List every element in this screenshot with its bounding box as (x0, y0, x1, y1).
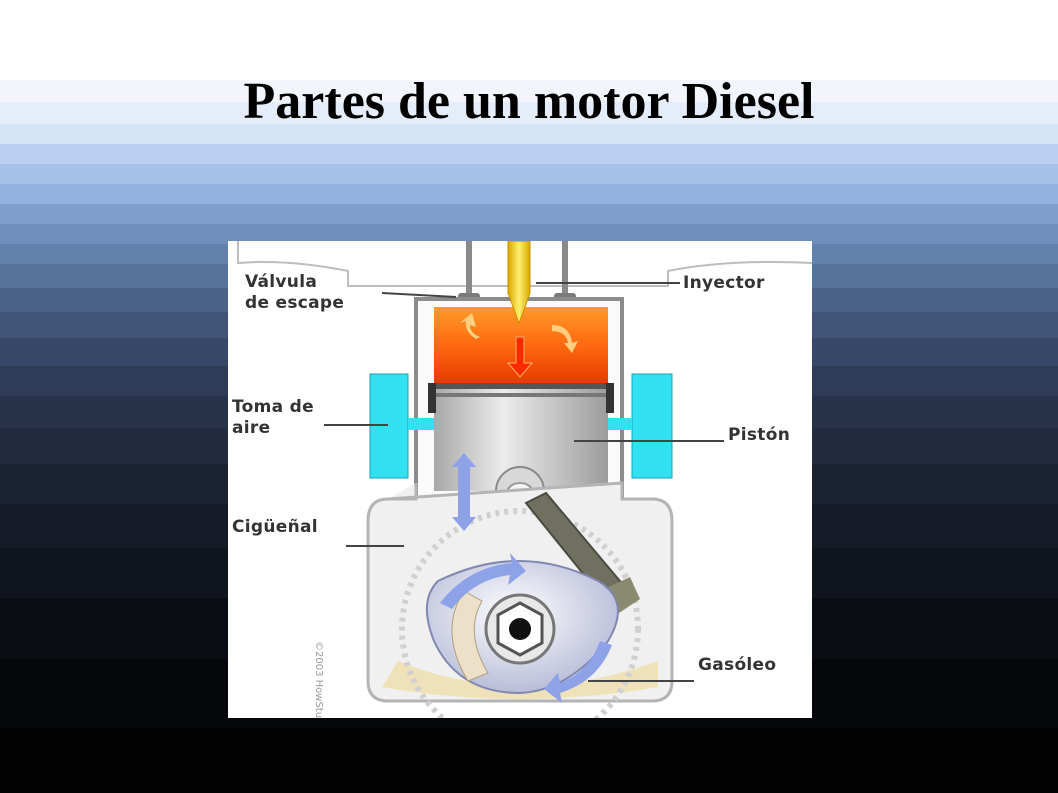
air-intake-left-port (408, 418, 434, 430)
flame-arrow-left (460, 313, 480, 339)
label-fuel: Gasóleo (698, 655, 777, 675)
crank-rotation-path (399, 508, 641, 718)
label-air-intake: Toma de aire (232, 397, 314, 438)
diesel-engine-diagram: Válvula de escape Inyector Toma de aire … (228, 241, 812, 718)
engine-illustration (237, 241, 812, 718)
rotation-arrow-top (440, 553, 526, 609)
flame-arrow-center (506, 336, 534, 378)
oil-sump (382, 661, 658, 699)
piston-motion-arrow (452, 453, 476, 531)
seal-left (428, 383, 436, 413)
piston-ring (434, 383, 608, 389)
air-intake-right-port (608, 418, 632, 430)
copyright-text: ©2003 HowStuffWorks (313, 641, 324, 718)
valve-stem-right (562, 241, 568, 293)
air-intake-right (631, 373, 673, 479)
injector-nozzle (507, 241, 531, 325)
flame-arrow-right (552, 325, 578, 353)
crank-center (509, 618, 531, 640)
label-exhaust-valve: Válvula de escape (245, 272, 345, 313)
head-outline (237, 241, 812, 287)
label-injector: Inyector (683, 273, 765, 293)
piston-ring-2 (434, 393, 608, 397)
seal-right (606, 383, 614, 413)
slide-title: Partes de un motor Diesel (243, 73, 815, 130)
label-piston: Pistón (728, 425, 791, 445)
rotation-arrow-bottom (544, 641, 612, 703)
label-crankshaft: Cigüeñal (232, 517, 318, 537)
crank-counterweight (451, 590, 489, 682)
leader-valve (381, 292, 457, 298)
valve-stem-left (466, 241, 472, 293)
